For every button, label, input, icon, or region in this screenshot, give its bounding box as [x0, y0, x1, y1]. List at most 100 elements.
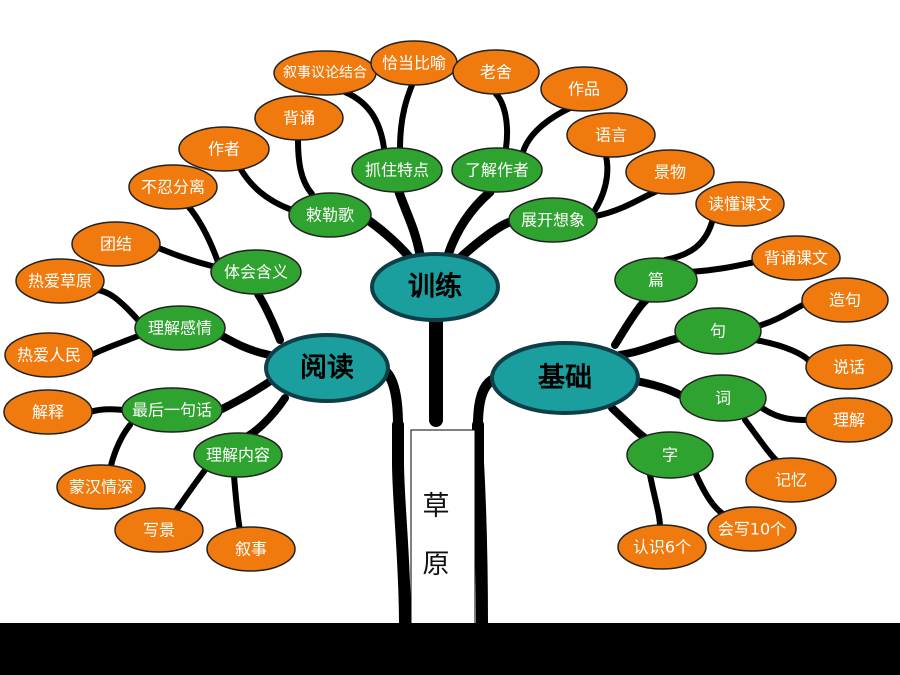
branch-line	[92, 287, 141, 323]
leaf-label: 造句	[829, 291, 861, 310]
leaf-node-l-reai-caoyuan: 热爱草原	[15, 258, 105, 304]
tree-nodes: 叙事议论结合恰当比喻老舍作品背诵语言作者景物不忍分离读懂课文团结背诵课文热爱草原…	[3, 40, 893, 572]
leaf-node-l-beisong: 背诵	[254, 95, 344, 141]
sub-node-zhua: 抓住特点	[351, 147, 443, 193]
sub-label: 字	[662, 446, 678, 465]
trunk-label-char-2: 原	[422, 549, 450, 580]
sub-label: 理解感情	[148, 319, 212, 338]
leaf-node-l-zaoju: 造句	[801, 277, 889, 323]
leaf-node-l-beisongkewen: 背诵课文	[751, 235, 841, 281]
branch-line	[472, 456, 488, 631]
sub-node-zi: 字	[626, 431, 714, 479]
branch-line	[216, 376, 276, 414]
branch-line	[755, 301, 808, 329]
leaf-bubble	[805, 397, 893, 443]
leaf-label: 热爱人民	[17, 346, 81, 365]
branch-line	[397, 82, 415, 151]
sub-label: 句	[710, 322, 726, 341]
leaf-bubble	[178, 126, 270, 172]
branch-line	[172, 467, 208, 515]
sub-label: 体会含义	[224, 263, 288, 282]
branch-line	[89, 333, 141, 358]
leaf-label: 老舍	[480, 63, 512, 82]
ground-bar	[0, 623, 900, 675]
leaf-bubble	[617, 524, 707, 570]
leaf-bubble	[695, 181, 785, 227]
sub-label: 敕勒歌	[306, 206, 354, 225]
leaf-node-l-burenfenli: 不忍分离	[128, 164, 218, 210]
sub-node-pian: 篇	[614, 257, 698, 303]
leaf-label: 背诵	[283, 109, 315, 128]
leaf-bubble	[254, 95, 344, 141]
leaf-label: 语言	[595, 126, 627, 145]
sub-node-liaojie: 了解作者	[451, 147, 543, 193]
leaf-label: 恰当比喻	[382, 54, 446, 73]
sub-label: 最后一句话	[132, 401, 212, 420]
leaf-bubble	[540, 66, 628, 112]
leaf-node-l-jingwu: 景物	[625, 149, 715, 195]
main-bubble	[490, 341, 640, 415]
branch-line	[363, 215, 415, 263]
sub-node-zhankai: 展开想象	[508, 197, 598, 243]
sub-label: 了解作者	[465, 161, 529, 180]
leaf-label: 解释	[32, 403, 64, 422]
leaf-label: 蒙汉情深	[69, 478, 133, 497]
leaf-bubble	[206, 526, 296, 572]
leaf-node-l-dudong: 读懂课文	[695, 181, 785, 227]
sub-bubble	[351, 147, 443, 193]
trunk-label-char-1: 草	[422, 491, 450, 522]
leaf-node-l-zuopin: 作品	[540, 66, 628, 112]
leaf-bubble	[56, 464, 146, 510]
branch-line	[244, 394, 289, 440]
branch-line	[662, 219, 715, 263]
leaf-node-l-reai-renmin: 热爱人民	[4, 332, 94, 378]
leaf-node-l-xushi: 叙事	[206, 526, 296, 572]
branch-line	[608, 404, 652, 444]
branch-line	[752, 337, 813, 365]
branch-line	[687, 259, 758, 275]
branch-line	[254, 290, 284, 344]
sub-node-ganqing: 理解感情	[134, 305, 226, 351]
leaf-label: 作品	[568, 80, 600, 99]
sub-node-neirong: 理解内容	[193, 432, 283, 478]
sub-node-lege: 敕勒歌	[288, 192, 372, 238]
sub-bubble	[679, 374, 767, 422]
branch-line	[443, 187, 495, 260]
trunk-gap	[410, 429, 476, 631]
branch-line	[616, 334, 684, 359]
sub-bubble	[193, 432, 283, 478]
leaf-label: 读懂课文	[708, 195, 772, 214]
sub-bubble	[451, 147, 543, 193]
branch-line	[742, 417, 781, 465]
leaf-bubble	[15, 258, 105, 304]
sub-bubble	[508, 197, 598, 243]
leaf-label: 写景	[143, 521, 175, 540]
leaf-bubble	[3, 389, 93, 435]
leaf-label: 背诵课文	[764, 249, 828, 268]
leaf-node-l-jieshi: 解释	[3, 389, 93, 435]
sub-label: 展开想象	[521, 211, 585, 230]
branch-line	[392, 456, 411, 631]
sub-bubble	[626, 431, 714, 479]
sub-bubble	[614, 257, 698, 303]
leaf-label: 认识6个	[633, 538, 691, 557]
branch-line	[237, 165, 295, 213]
branch-line	[647, 472, 663, 530]
main-node-xunlian: 训练	[370, 252, 500, 322]
leaf-bubble	[751, 235, 841, 281]
leaf-node-l-shuohua: 说话	[805, 344, 893, 390]
sub-bubble	[134, 305, 226, 351]
leaf-node-l-menghan: 蒙汉情深	[56, 464, 146, 510]
leaf-node-l-xushi-yilun: 叙事议论结合	[273, 50, 377, 96]
leaf-bubble	[114, 507, 204, 553]
branch-line	[295, 137, 315, 197]
branch-line	[592, 153, 611, 213]
leaf-label: 不忍分离	[141, 178, 205, 197]
branch-line	[520, 105, 573, 155]
branch-line	[107, 422, 133, 473]
sub-node-ci: 词	[679, 374, 767, 422]
leaf-bubble	[566, 112, 656, 158]
sub-node-tihui: 体会含义	[210, 249, 302, 295]
sub-bubble	[674, 307, 762, 355]
leaf-bubble	[745, 457, 837, 503]
